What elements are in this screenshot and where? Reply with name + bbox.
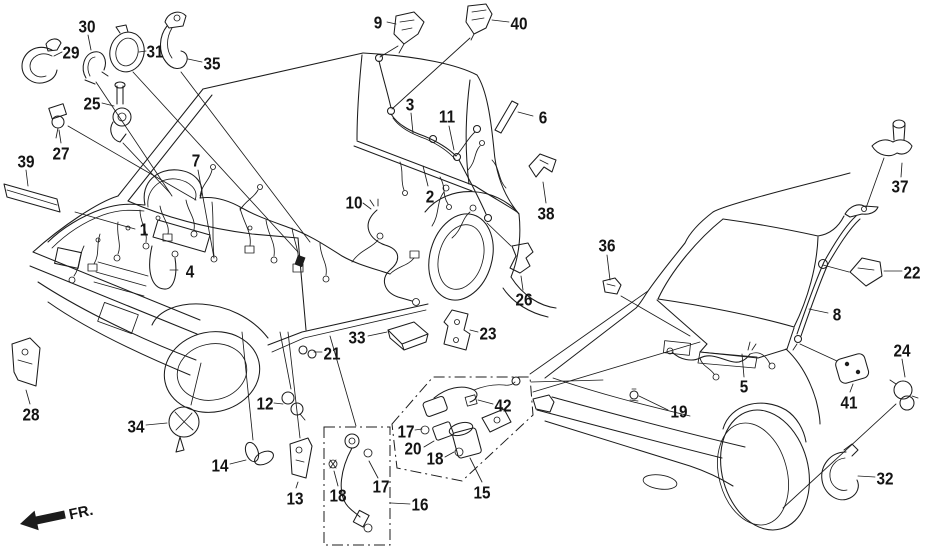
cabin-harness xyxy=(374,53,507,223)
part-number-label: 22 xyxy=(903,262,920,282)
part-number-label: 35 xyxy=(203,53,220,73)
part-number-label: 40 xyxy=(510,13,527,33)
rear-car-outline xyxy=(532,172,879,531)
part-number-label: 1 xyxy=(140,219,149,239)
part-number-label: 39 xyxy=(17,151,34,171)
part-number-label: 32 xyxy=(876,468,893,488)
part-number-label: 26 xyxy=(515,289,532,309)
part-number-label: 21 xyxy=(323,343,340,363)
part-number-label: 2 xyxy=(426,186,435,206)
part-number-label: 41 xyxy=(840,392,857,412)
part-number-label: 6 xyxy=(539,107,548,127)
part-number-label: 14 xyxy=(211,455,229,475)
part-number-label: 20 xyxy=(404,438,421,458)
part-number-label: 7 xyxy=(192,150,201,170)
part-number-label: 17 xyxy=(372,476,389,496)
part-number-label: 18 xyxy=(329,485,346,505)
part-number-label: 17 xyxy=(397,421,414,441)
part-number-label: 23 xyxy=(479,323,496,343)
part-number-label: 31 xyxy=(146,41,163,61)
part-number-label: 15 xyxy=(473,482,490,502)
part-number-label: 42 xyxy=(494,395,511,415)
fr-direction-label: FR. xyxy=(67,502,94,524)
leader-lines xyxy=(25,19,906,509)
part-number-label: 13 xyxy=(286,488,303,508)
part-number-label: 12 xyxy=(256,393,273,413)
part-number-label: 30 xyxy=(78,16,95,36)
part-number-label: 3 xyxy=(406,94,415,114)
part-number-label: 4 xyxy=(186,261,195,281)
clip-parts xyxy=(3,3,919,501)
part-number-label: 10 xyxy=(345,192,362,212)
detail-box-16 xyxy=(323,426,391,546)
part-number-label: 5 xyxy=(740,376,749,396)
detail-box-15 xyxy=(391,376,534,482)
part-number-label: 33 xyxy=(348,327,365,347)
part-number-label: 27 xyxy=(52,143,69,163)
part-number-label: 25 xyxy=(83,93,100,113)
part-number-label: 36 xyxy=(598,235,615,255)
part-number-label: 29 xyxy=(62,42,79,62)
part-number-label: 34 xyxy=(127,416,145,436)
part-number-label: 18 xyxy=(426,448,443,468)
fr-arrow-icon xyxy=(20,510,66,531)
front-car-outline xyxy=(29,52,557,413)
fr-direction-indicator: FR. xyxy=(20,502,95,531)
part-number-label: 8 xyxy=(833,304,842,324)
part-number-label: 28 xyxy=(22,404,39,424)
part-number-label: 11 xyxy=(439,106,455,126)
part-number-labels: 1234567891011121314151617171818192021222… xyxy=(17,12,920,514)
engine-harness xyxy=(47,140,485,306)
part-number-label: 24 xyxy=(893,340,911,360)
part-number-label: 37 xyxy=(891,176,908,196)
part-number-label: 38 xyxy=(537,203,554,223)
part-number-label: 16 xyxy=(411,494,428,514)
part-number-label: 19 xyxy=(670,401,687,421)
part-number-label: 9 xyxy=(374,12,383,32)
